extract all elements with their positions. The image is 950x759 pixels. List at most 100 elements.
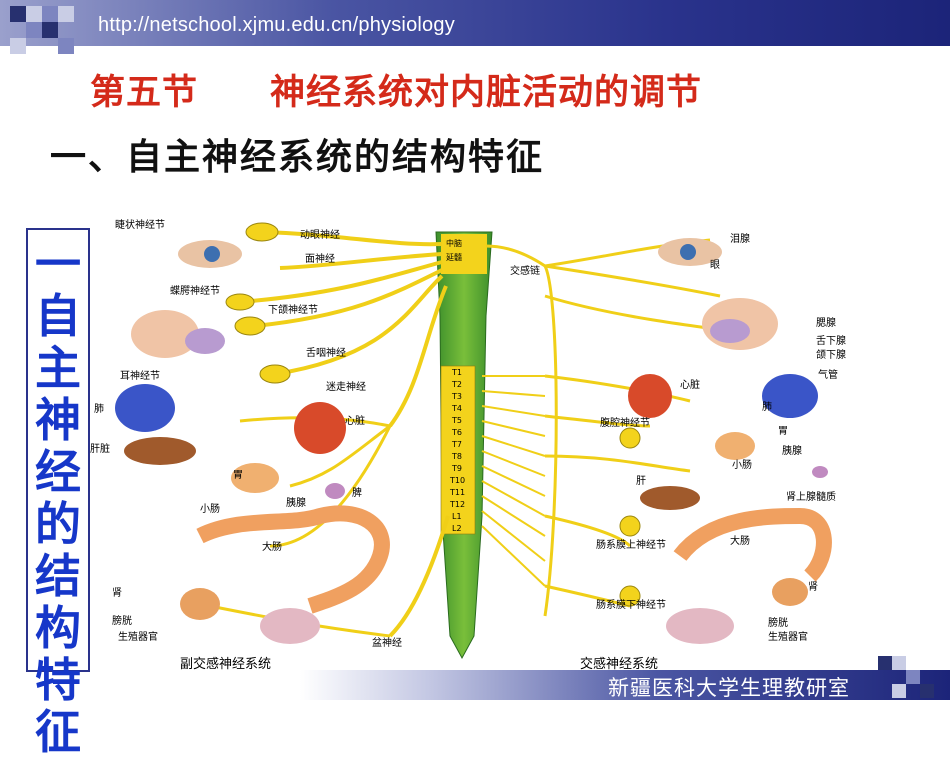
label-glossopharyngeal-nerve: 舌咽神经 [306, 346, 346, 359]
lung-right [762, 374, 818, 418]
segment-T4: T4 [451, 404, 462, 413]
brainstem-region [441, 234, 487, 274]
label-adrenal-medulla: 肾上腺髓质 [786, 490, 836, 503]
spleen-right [812, 466, 828, 478]
segment-L1: L1 [452, 512, 462, 521]
segment-T11: T11 [449, 488, 465, 497]
decor-square [10, 38, 26, 54]
cord-label-midbrain: 中脑 [446, 238, 462, 248]
decor-square [878, 656, 892, 670]
label-trachea: 气管 [818, 368, 838, 381]
label-superior-mesenteric-ganglion: 肠系膜上神经节 [596, 538, 666, 551]
face-left [131, 310, 199, 358]
label-liver-right: 肝 [636, 475, 646, 487]
label-kidney-right: 肾 [808, 581, 818, 593]
liver-left [124, 437, 196, 465]
segment-T3: T3 [451, 392, 462, 401]
segment-T6: T6 [451, 428, 462, 437]
segment-T8: T8 [451, 452, 462, 461]
label-bladder: 膀胱 [112, 614, 132, 627]
label-parotid-gland: 腮腺 [816, 316, 836, 329]
label-spleen: 脾 [352, 486, 362, 499]
side-label-box: 一自主神经的结构特征 [26, 228, 90, 758]
label-kidney: 肾 [112, 587, 122, 599]
label-oculomotor-nerve: 动眼神经 [300, 228, 340, 241]
large-intestine-left [196, 505, 390, 614]
decor-square [892, 684, 906, 698]
spleen-left [325, 483, 345, 499]
segment-T2: T2 [451, 380, 462, 389]
decor-square [58, 6, 74, 22]
decor-square [10, 6, 26, 22]
label-inferior-mesenteric-ganglion: 肠系膜下神经节 [596, 598, 666, 611]
label-lung-right: 肺 [762, 401, 772, 413]
salivary-gland-right [710, 319, 750, 343]
label-pancreas: 胰腺 [286, 496, 306, 509]
label-otic-ganglion: 耳神经节 [120, 369, 160, 382]
label-small-intestine-right: 小肠 [732, 459, 752, 471]
heart-left [294, 402, 346, 454]
decor-square [42, 6, 58, 22]
parasympathetic-nerves [239, 230, 450, 638]
lung-left [115, 384, 175, 432]
label-pterygopalatine-ganglion: 蝶腭神经节 [170, 284, 220, 297]
segment-T1: T1 [451, 368, 462, 377]
label-heart: 心脏 [345, 414, 365, 427]
segment-T10: T10 [449, 476, 465, 485]
cord-label-medulla: 延髓 [446, 252, 462, 262]
label-sympathetic-chain: 交感链 [510, 264, 540, 277]
parasympathetic-ganglia [225, 222, 291, 384]
kidney-left [180, 588, 220, 620]
segment-T9: T9 [451, 464, 462, 473]
decor-square [26, 6, 42, 22]
label-submandibular-ganglion: 下颌神经节 [268, 303, 318, 316]
caption-parasympathetic: 副交感神经系统 [180, 656, 271, 672]
label-genital-organs: 生殖器官 [118, 630, 158, 643]
label-liver: 肝脏 [90, 442, 110, 455]
label-genital-organs-right: 生殖器官 [768, 630, 808, 643]
label-lacrimal-gland: 泪腺 [730, 232, 750, 245]
label-submandibular-gland: 颌下腺 [816, 348, 846, 361]
label-pancreas-right: 胰腺 [782, 444, 802, 457]
segment-T5: T5 [451, 416, 462, 425]
liver-right [640, 486, 700, 510]
caption-sympathetic: 交感神经系统 [580, 656, 658, 672]
label-large-intestine-right: 大肠 [730, 534, 750, 547]
label-ciliary-ganglion: 睫状神经节 [115, 218, 165, 231]
decor-square [906, 670, 920, 684]
bottom-banner [300, 670, 950, 700]
segment-L2: L2 [452, 524, 462, 533]
stomach-right [715, 432, 755, 460]
page-subtitle: 一、自主神经系统的结构特征 [50, 136, 545, 178]
bladder-left [260, 608, 320, 644]
autonomic-nervous-system-diagram: 中脑 延髓 T1 T2 T3 T4 T5 T6 T7 T8 T9 T10 T11… [90, 218, 846, 672]
heart-right [628, 374, 672, 418]
label-large-intestine: 大肠 [262, 540, 282, 553]
label-stomach: 胃 [233, 469, 243, 481]
kidney-right [772, 578, 808, 606]
segment-T12: T12 [449, 500, 465, 509]
label-heart-right: 心脏 [680, 378, 700, 391]
label-vagus-nerve: 迷走神经 [326, 380, 366, 393]
page-title: 第五节 神经系统对内脏活动的调节 [90, 72, 703, 113]
label-sublingual-gland: 舌下腺 [816, 334, 846, 347]
label-pelvic-nerve: 盆神经 [372, 636, 402, 649]
label-eye: 眼 [710, 259, 720, 271]
label-celiac-ganglion: 腹腔神经节 [600, 416, 650, 429]
thoracolumbar-region [440, 365, 476, 535]
footer-text: 新疆医科大学生理教研室 [608, 676, 850, 700]
label-lung: 肺 [94, 403, 104, 415]
salivary-gland-left [185, 328, 225, 354]
large-intestine-right [673, 507, 832, 582]
stomach-left [231, 463, 279, 493]
segment-T7: T7 [451, 440, 462, 449]
top-banner [0, 0, 950, 46]
header-url: http://netschool.xjmu.edu.cn/physiology [98, 14, 455, 36]
iris-right [680, 244, 696, 260]
decor-square [920, 684, 934, 698]
label-bladder-right: 膀胱 [768, 616, 788, 629]
decor-square [892, 656, 906, 670]
iris-left [204, 246, 220, 262]
decor-square [26, 22, 42, 38]
